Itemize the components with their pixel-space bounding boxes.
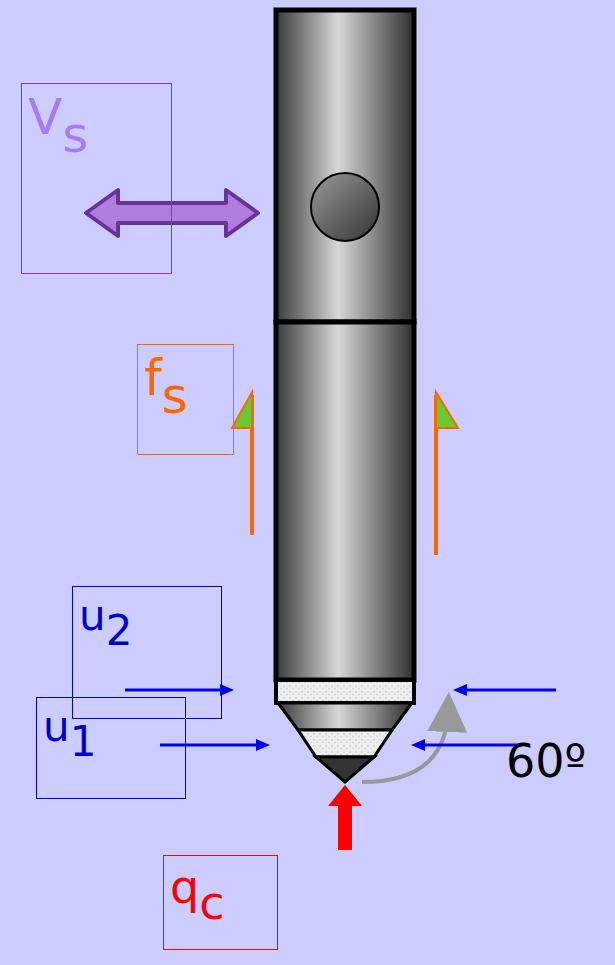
sleeve-friction-box: fs [137,344,234,455]
cone-angle-label: 60º [506,738,586,784]
symbol-letter: u [79,595,106,637]
shear-wave-box: Vs [21,83,172,274]
pore-pressure-u1-box: u1 [36,697,186,799]
symbol-letter: V [28,92,62,142]
symbol-subscript: s [62,110,88,160]
symbol-letter: f [144,353,162,403]
symbol-subscript: c [199,880,224,926]
pore-pressure-u2-box: u2 [72,586,222,719]
cone-resistance-box: qc [163,855,278,950]
symbol-subscript: 2 [106,610,133,652]
symbol-subscript: 1 [70,721,97,763]
symbol-letter: u [43,706,70,748]
symbol-subscript: s [162,371,188,421]
symbol-letter: q [170,864,199,910]
